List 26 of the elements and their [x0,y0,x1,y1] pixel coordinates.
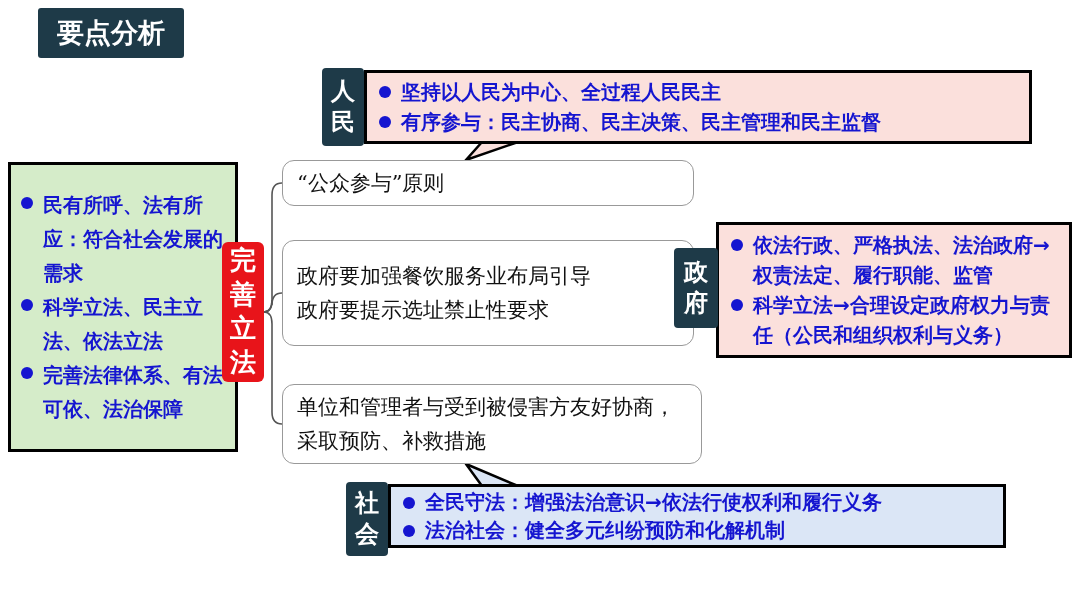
box-text: 政府要提示选址禁止性要求 [297,297,550,324]
bullet-text: 科学立法→合理设定政府权力与责任（公民和组织权利与义务） [753,292,1051,349]
bullet-text: 完善法律体系、有法可依、法治保障 [43,362,224,423]
tag-label: 人民 [330,75,356,138]
box-text: “公众参与”原则 [297,170,446,197]
box-text: 单位和管理者与受到被侵害方友好协商，采取预防、补救措施 [297,394,676,455]
bullet-text: 有序参与：民主协商、民主决策、民主管理和民主监督 [401,109,881,136]
bullet-text: 科学立法、民主立法、依法立法 [43,294,204,355]
content-box [282,160,694,206]
bullet-text: 坚持以人民为中心、全过程人民民主 [401,79,721,106]
bullet-text: 民有所呼、法有所应：符合社会发展的需求 [43,192,224,287]
tag-box [322,68,364,146]
title: 要点分析 [38,8,184,58]
bullet-text: 全民守法：增强法治意识→依法行使权利和履行义务 [425,489,882,516]
content-box [282,384,702,464]
bullet-text: 法治社会：健全多元纠纷预防和化解机制 [425,517,785,544]
tag-box [674,248,718,328]
callout-box [716,222,1072,358]
topic-box [222,242,264,382]
brace-line [263,292,283,313]
tag-label: 社会 [354,487,380,550]
tag-label: 完善立法 [229,244,257,379]
tag-box [346,482,388,556]
box-text: 政府要加强餐饮服务业布局引导 [297,263,592,290]
bullet-text: 依法行政、严格执法、法治政府→权责法定、履行职能、监管 [753,232,1051,289]
tag-label: 政府 [683,256,709,319]
